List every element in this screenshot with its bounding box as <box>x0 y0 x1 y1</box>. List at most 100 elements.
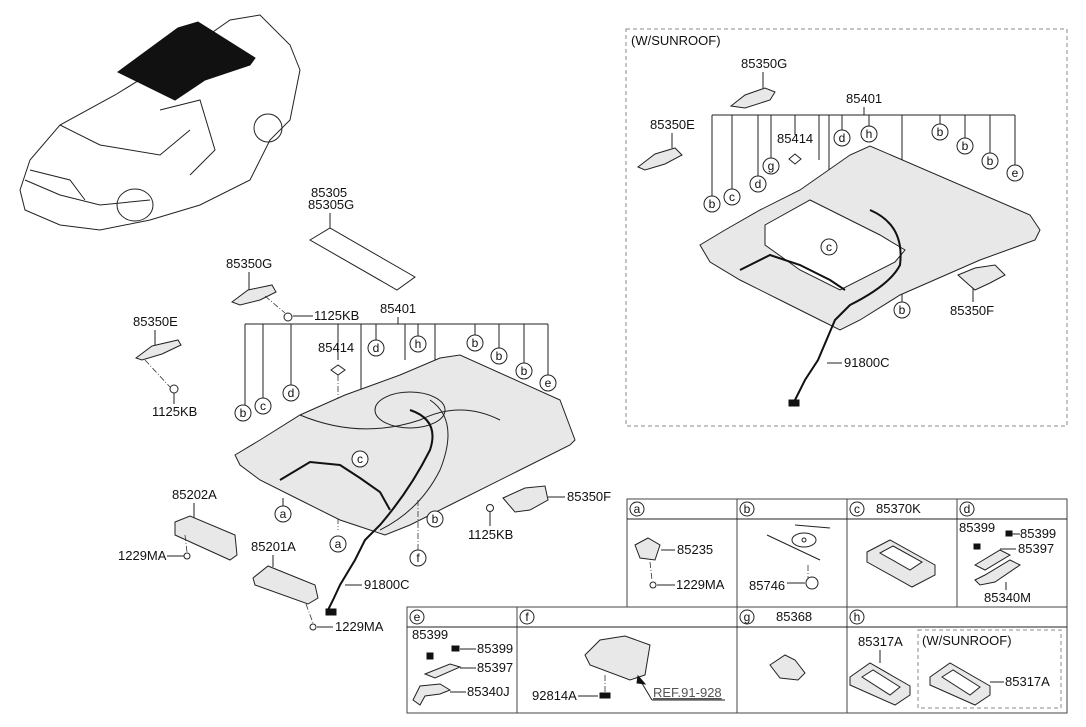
part-label-85305G[interactable]: 85305G <box>308 197 354 212</box>
bracket-85350G <box>230 284 277 306</box>
cell-key-d: d <box>964 502 971 516</box>
sr-part-label-85401[interactable]: 85401 <box>846 91 882 106</box>
callout-b: b <box>432 512 439 526</box>
part-label-1229MA-left[interactable]: 1229MA <box>118 548 167 563</box>
grab-handle-85340J-icon <box>412 683 452 706</box>
part-label-85414[interactable]: 85414 <box>318 340 354 355</box>
detail-e-part-1[interactable]: 85399 <box>477 641 513 656</box>
callout-a: a <box>335 537 342 551</box>
clip-icon <box>973 543 981 550</box>
sr-part-label-85350F[interactable]: 85350F <box>950 303 994 318</box>
detail-cell-b: b 85746 <box>739 501 831 593</box>
callout-b: b <box>240 406 247 420</box>
cell-key-f: f <box>525 610 529 624</box>
detail-e-part-2[interactable]: 85397 <box>477 660 513 675</box>
detail-h-sunroof-part[interactable]: 85317A <box>1005 674 1050 689</box>
sr-bracket-85350G <box>729 87 776 109</box>
cell-key-a: a <box>634 502 641 516</box>
callout-h: h <box>415 337 422 351</box>
detail-cell-e: e 85399 85399 85397 85340J <box>409 609 513 706</box>
cell-key-e: e <box>414 610 421 624</box>
sr-bracket-85350F <box>957 264 1006 291</box>
part-label-85202A[interactable]: 85202A <box>172 487 217 502</box>
part-label-85401[interactable]: 85401 <box>380 301 416 316</box>
part-label-91800C[interactable]: 91800C <box>364 577 410 592</box>
part-label-85305[interactable]: 85305 <box>311 185 347 200</box>
sunroof-frame <box>625 28 1068 427</box>
detail-f-part-0[interactable]: 92814A <box>532 688 577 703</box>
callout-g: g <box>768 159 775 173</box>
roof-pad-shape <box>309 227 416 291</box>
detail-cell-g: g 85368 <box>739 609 812 681</box>
headlining-85401 <box>234 354 576 536</box>
sr-bracket-85350E <box>637 147 683 171</box>
detail-a-part-0[interactable]: 85235 <box>677 542 713 557</box>
part-label-1229MA-right[interactable]: 1229MA <box>335 619 384 634</box>
sr-callouts-top: b c d g d h b b b e <box>703 123 1024 213</box>
callout-c: c <box>357 452 363 466</box>
detail-d-part-1[interactable]: 85399 <box>1020 526 1056 541</box>
part-label-1125KB-left[interactable]: 1125KB <box>152 404 197 419</box>
clip-85368-icon <box>769 654 806 681</box>
callout-h: h <box>866 127 873 141</box>
detail-e-part-3[interactable]: 85340J <box>467 684 510 699</box>
detail-cell-d: d 85399 85399 85397 85340M <box>959 501 1056 605</box>
callout-b: b <box>521 364 528 378</box>
sr-part-label-85350E[interactable]: 85350E <box>650 117 695 132</box>
callout-c: c <box>826 240 832 254</box>
cell-key-c: c <box>854 502 860 516</box>
sr-callouts-bottom: c b <box>820 238 911 319</box>
pad-85414-icon <box>330 364 346 376</box>
callout-d: d <box>373 341 380 355</box>
part-label-1125KB-top[interactable]: 1125KB <box>314 308 359 323</box>
screw-icon <box>649 581 657 589</box>
callout-c: c <box>260 399 266 413</box>
callout-b: b <box>496 349 503 363</box>
detail-d-part-3[interactable]: 85340M <box>984 590 1031 605</box>
detail-a-part-1[interactable]: 1229MA <box>676 577 725 592</box>
part-label-85350G[interactable]: 85350G <box>226 256 272 271</box>
callout-d: d <box>755 177 762 191</box>
callout-e: e <box>1012 166 1019 180</box>
bolt-icon <box>283 312 293 322</box>
sunroof-title: (W/SUNROOF) <box>631 33 721 48</box>
callout-b: b <box>987 154 994 168</box>
sr-part-label-85414[interactable]: 85414 <box>777 131 813 146</box>
part-label-85201A[interactable]: 85201A <box>251 539 296 554</box>
callout-f: f <box>416 551 420 565</box>
connector-icon <box>325 608 337 616</box>
detail-b-part-0[interactable]: 85746 <box>749 578 785 593</box>
car-illustration <box>19 14 301 231</box>
detail-h-part-0[interactable]: 85317A <box>858 634 903 649</box>
detail-e-part-0[interactable]: 85399 <box>412 627 448 642</box>
arrow-icon <box>636 674 647 685</box>
detail-d-part-2[interactable]: 85397 <box>1018 541 1054 556</box>
callout-d: d <box>839 131 846 145</box>
detail-g-header-part[interactable]: 85368 <box>776 609 812 624</box>
detail-h-sunroof-note: (W/SUNROOF) <box>922 633 1012 648</box>
callout-e: e <box>545 376 552 390</box>
sr-part-label-85350G[interactable]: 85350G <box>741 56 787 71</box>
detail-table: a 85235 1229MA b 85746 c 85370K <box>406 498 1068 714</box>
sr-part-label-91800C[interactable]: 91800C <box>844 355 890 370</box>
detail-c-header-part[interactable]: 85370K <box>876 501 921 516</box>
callout-a: a <box>280 507 287 521</box>
part-label-85350E[interactable]: 85350E <box>133 314 178 329</box>
callout-b: b <box>962 139 969 153</box>
cell-key-h: h <box>854 610 861 624</box>
sunvisor-85201A <box>252 565 319 605</box>
detail-cell-f: f 92814A REF.91-928 <box>519 609 725 703</box>
bolt-icon <box>169 384 179 394</box>
sr-pad-85414-icon <box>788 153 802 165</box>
callout-d: d <box>288 386 295 400</box>
main-assembly: 85305 85305G 85350G 1125KB 85350E 1125KB… <box>118 185 611 634</box>
detail-cell-h: h 85317A (W/SUNROOF) 85317A <box>849 609 1062 709</box>
part-label-1125KB-right[interactable]: 1125KB <box>468 527 513 542</box>
reference-link[interactable]: REF.91-928 <box>653 685 722 700</box>
detail-d-part-0[interactable]: 85399 <box>959 520 995 535</box>
detail-cell-c: c 85370K <box>849 501 936 588</box>
part-label-85350F[interactable]: 85350F <box>567 489 611 504</box>
clip-icon <box>1005 530 1013 537</box>
clip-icon <box>426 652 434 660</box>
map-lamp-icon <box>634 537 661 561</box>
